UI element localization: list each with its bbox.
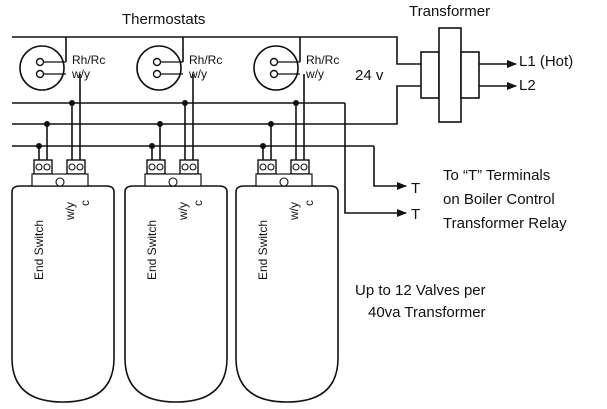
wire-layer <box>12 36 421 217</box>
terminal-grommet <box>168 177 178 187</box>
thermostat-1: Rh/Rcw/y <box>19 37 105 91</box>
terminal-screw-2 <box>267 163 275 171</box>
junction-dot <box>260 143 266 149</box>
end-switch-label: End Switch <box>32 220 46 280</box>
thermostat-hot-bus <box>12 36 421 65</box>
terminal-screw-1 <box>35 163 43 171</box>
thermostat-terminal-lower <box>152 69 162 79</box>
terminal-screw-1 <box>148 163 156 171</box>
transformer-layer <box>420 27 517 123</box>
valve-c-label: c <box>78 200 92 206</box>
transformer-core <box>438 27 462 123</box>
valve-actuator-body <box>235 185 339 403</box>
common-bus <box>12 85 421 125</box>
t-terminal-lower-wire <box>344 103 407 217</box>
thermostat-terminal-upper <box>152 57 162 67</box>
junction-dot <box>44 121 50 127</box>
thermostat-terminal-label-wy: w/y <box>188 67 207 81</box>
junction-dot <box>293 100 299 106</box>
terminal-screw-4 <box>189 163 197 171</box>
terminal-screw-4 <box>76 163 84 171</box>
valve-wy-label: w/y <box>176 202 190 221</box>
thermostat-terminal-label-wy: w/y <box>305 67 324 81</box>
capacity-line-2: 40va Transformer <box>368 304 486 321</box>
junction-dot <box>157 121 163 127</box>
terminal-screw-1 <box>259 163 267 171</box>
valve-c-label: c <box>191 200 205 206</box>
transformer-title: Transformer <box>409 3 490 20</box>
thermostat-terminal-label-rh: Rh/Rc <box>72 53 105 67</box>
t-terminal-lower-label: T <box>411 206 420 223</box>
terminal-screw-3 <box>68 163 76 171</box>
thermostat-dial <box>253 45 299 91</box>
thermostat-terminal-lower <box>35 69 45 79</box>
thermostat-dial <box>136 45 182 91</box>
terminal-screw-3 <box>181 163 189 171</box>
thermostat-terminal-lower <box>269 69 279 79</box>
valve-actuator-body <box>11 185 115 403</box>
thermostat-3: Rh/Rcw/y <box>253 37 339 91</box>
terminal-screw-3 <box>292 163 300 171</box>
terminal-grommet <box>55 177 65 187</box>
transformer-primary-coil <box>420 51 440 99</box>
valve-wy-label: w/y <box>287 202 301 221</box>
end-switch-label: End Switch <box>256 220 270 280</box>
t-terminal-upper-wire <box>373 146 407 190</box>
note-line-2: on Boiler Control <box>443 191 555 208</box>
end-switch-label: End Switch <box>145 220 159 280</box>
valve-c-label: c <box>302 200 316 206</box>
thermostat-terminal-upper <box>35 57 45 67</box>
thermostats-title: Thermostats <box>122 11 205 28</box>
thermostat-terminal-label-rh: Rh/Rc <box>189 53 222 67</box>
terminal-screw-4 <box>300 163 308 171</box>
valve-actuator-body <box>124 185 228 403</box>
thermostat-dial <box>19 45 65 91</box>
l2-label: L2 <box>519 77 536 94</box>
t-terminal-upper-label: T <box>411 180 420 197</box>
junction-dot <box>36 143 42 149</box>
valve-wy-label: w/y <box>63 202 77 221</box>
note-line-3: Transformer Relay <box>443 215 567 232</box>
note-line-1: To “T” Terminals <box>443 167 550 184</box>
terminal-screw-2 <box>43 163 51 171</box>
junction-dot <box>182 100 188 106</box>
capacity-line-1: Up to 12 Valves per <box>355 282 486 299</box>
terminal-screw-2 <box>156 163 164 171</box>
junction-dot <box>149 143 155 149</box>
junction-dot <box>268 121 274 127</box>
voltage-label: 24 v <box>355 67 384 84</box>
thermostat-terminal-upper <box>269 57 279 67</box>
thermostat-2: Rh/Rcw/y <box>136 37 222 91</box>
junction-dot <box>69 100 75 106</box>
thermostat-terminal-label-rh: Rh/Rc <box>306 53 339 67</box>
thermostat-layer: Rh/Rcw/yRh/Rcw/yRh/Rcw/y <box>19 37 339 91</box>
l1-label: L1 (Hot) <box>519 53 573 70</box>
transformer-secondary-coil <box>460 51 480 99</box>
terminal-grommet <box>279 177 289 187</box>
